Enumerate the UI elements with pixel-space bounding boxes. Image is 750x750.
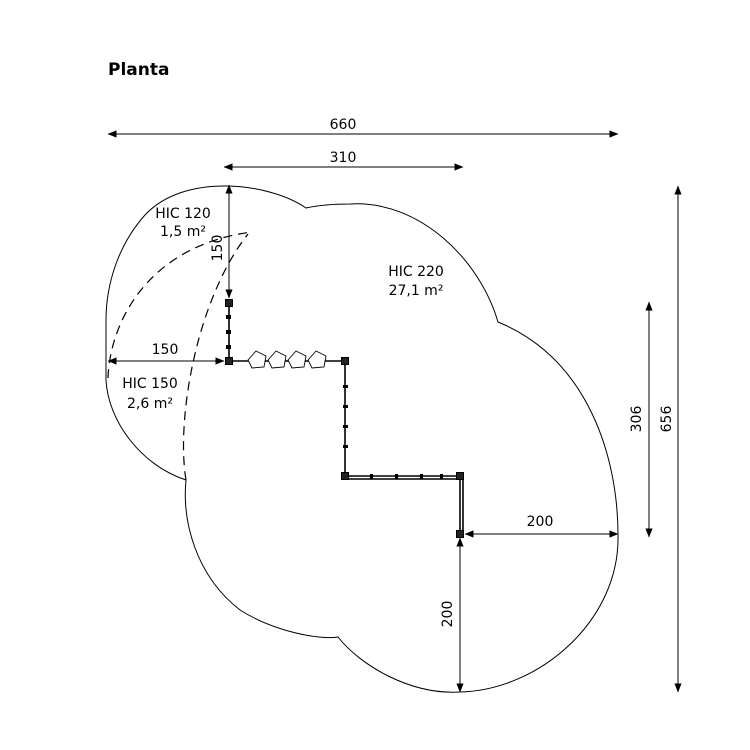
- zone-hic220-area: 27,1 m²: [389, 283, 444, 299]
- post: [456, 472, 464, 480]
- zone-hic120-name: HIC 120: [155, 206, 211, 222]
- zone-hic220-name: HIC 220: [388, 264, 444, 280]
- hic150-boundary: [182, 233, 249, 481]
- post: [225, 299, 233, 307]
- post: [341, 472, 349, 480]
- safety-zone-outline: [105, 185, 619, 693]
- post: [225, 357, 233, 365]
- hic120-boundary: [107, 231, 253, 379]
- playground-structure: [225, 299, 464, 538]
- swing-seat: [247, 350, 267, 369]
- dimension-label-310: 310: [330, 150, 357, 166]
- swing-seat: [267, 350, 287, 369]
- dimension-label-656: 656: [659, 406, 675, 433]
- post: [456, 530, 464, 538]
- dimension-label-150-horizontal: 150: [152, 342, 179, 358]
- dimension-label-306: 306: [629, 406, 645, 433]
- swing-seat: [287, 350, 307, 369]
- zone-hic150-name: HIC 150: [122, 376, 178, 392]
- swing-seat: [307, 350, 327, 369]
- post: [341, 357, 349, 365]
- dimension-label-200-horizontal: 200: [527, 514, 554, 530]
- plan-title: Planta: [108, 60, 170, 80]
- dimension-label-150-vertical: 150: [210, 235, 226, 262]
- dimension-label-200-vertical: 200: [440, 601, 456, 628]
- zone-hic120-area: 1,5 m²: [160, 224, 206, 240]
- dimension-label-660: 660: [330, 117, 357, 133]
- zone-hic150-area: 2,6 m²: [127, 396, 173, 412]
